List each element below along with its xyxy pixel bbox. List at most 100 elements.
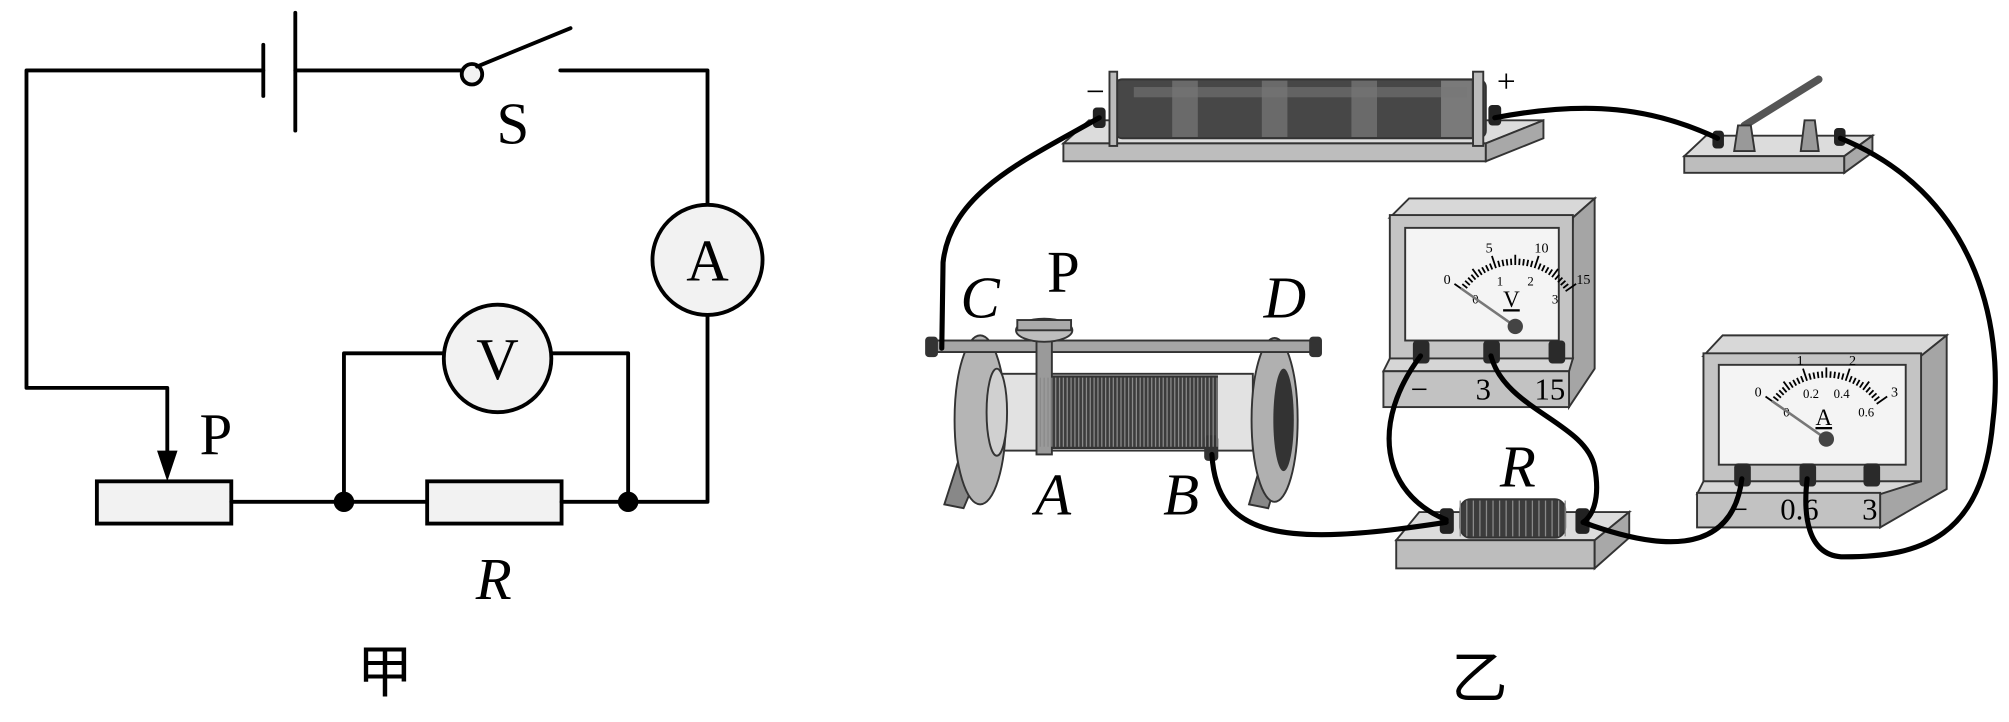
ammeter-tick: [1868, 389, 1875, 396]
voltmeter-scale-top-label: 0: [1444, 272, 1451, 288]
caption-b: 乙: [1451, 649, 1507, 711]
wire-left: [24, 68, 266, 463]
label-d: D: [1263, 265, 1307, 330]
wire-switch-to-ammeter[interactable]: [1803, 135, 1998, 560]
ammeter-tick: [1852, 377, 1857, 385]
voltmeter-tick: [1470, 274, 1477, 281]
voltmeter-tick: [1533, 255, 1540, 269]
wire-battery-to-switch[interactable]: [1492, 105, 1721, 141]
voltmeter-terminal-label: 15: [1534, 372, 1565, 406]
ammeter-tick: [1841, 373, 1845, 380]
ammeter-tick: [1808, 373, 1812, 380]
wire-battery-to-c[interactable]: [939, 115, 1102, 351]
ammeter-scale-bottom-label: 0.2: [1803, 387, 1819, 401]
voltmeter-wire-right: [549, 351, 631, 504]
slider-arrowhead: [157, 450, 178, 482]
ammeter-terminal-neg[interactable]: [1734, 463, 1751, 487]
ammeter-tick: [1788, 381, 1794, 389]
apparatus-diagram: − +: [925, 63, 1998, 711]
ammeter-tick: [1855, 379, 1861, 386]
voltmeter-scale-top-label: 15: [1576, 272, 1590, 288]
voltmeter-scale-top-label: 5: [1486, 241, 1493, 257]
label-p: P: [1047, 240, 1080, 305]
ammeter-tick: [1781, 386, 1788, 393]
switch-lever: [475, 26, 573, 69]
voltmeter-tick: [1471, 268, 1480, 278]
ammeter-tick: [1837, 372, 1841, 379]
voltmeter-tick: [1557, 277, 1564, 283]
schematic-diagram: A V S P R 甲: [24, 10, 765, 704]
ammeter-terminal-label: 0.6: [1780, 493, 1818, 527]
ammeter-tick: [1871, 392, 1878, 399]
wire-resistor-to-ammeter[interactable]: [1580, 476, 1745, 545]
switch-label: S: [497, 91, 530, 156]
ammeter-needle: [1771, 399, 1828, 441]
ammeter-tick: [1816, 371, 1820, 379]
ammeter-tick: [1800, 375, 1805, 383]
ammeter-tick: [1796, 377, 1801, 385]
voltmeter-tick: [1522, 259, 1525, 266]
ammeter-terminal-3[interactable]: [1863, 463, 1881, 487]
voltmeter-tick: [1554, 274, 1560, 281]
terminal-b: [1204, 435, 1219, 461]
sliding-rheostat: C P D A B: [925, 240, 1322, 528]
label-c: C: [961, 265, 1001, 330]
voltmeter-terminal-15[interactable]: [1548, 340, 1566, 364]
slider-label: P: [200, 402, 233, 467]
voltmeter-tick: [1547, 269, 1553, 276]
ammeter-scale-bottom-label: 0.4: [1834, 387, 1851, 401]
voltmeter-terminal-label: 3: [1476, 372, 1491, 406]
wire-right-lower: [626, 312, 710, 504]
ammeter-tick: [1802, 368, 1808, 382]
wire-voltmeter-3-to-resistor[interactable]: [1488, 353, 1600, 525]
ammeter-terminal-0.6[interactable]: [1799, 463, 1817, 487]
ammeter-tick: [1812, 372, 1816, 379]
switch-pivot: [459, 62, 485, 87]
ammeter-scale-bottom-label: 0.6: [1858, 405, 1875, 419]
voltmeter-wire-left: [342, 351, 446, 504]
switch-blade: [1740, 75, 1823, 130]
ammeter-scale-top-label: 0: [1755, 384, 1762, 400]
ammeter-label: A: [686, 228, 729, 293]
fixed-resistor: R: [1394, 434, 1632, 571]
resistor-r-label: R: [1499, 434, 1536, 499]
voltmeter-face-symbol: V: [1503, 286, 1520, 312]
voltmeter-scale-bottom-label: 2: [1527, 274, 1533, 288]
voltmeter-tick: [1464, 280, 1471, 286]
junction-dot: [617, 491, 639, 513]
voltmeter-pivot: [1507, 318, 1523, 335]
junction-dot: [333, 491, 355, 513]
label-b: B: [1163, 463, 1199, 528]
ammeter: 0010.220.430.6 A − 0.6 3: [1695, 333, 1950, 530]
wire-voltmeter-neg-to-resistor[interactable]: [1386, 353, 1449, 523]
voltmeter-tick: [1551, 268, 1559, 278]
ammeter-pivot: [1818, 431, 1835, 447]
voltmeter-tick: [1529, 260, 1534, 268]
voltmeter-label: V: [476, 327, 519, 392]
ammeter-tick: [1792, 379, 1798, 386]
voltmeter-tick: [1491, 255, 1497, 269]
ammeter-face-symbol: A: [1815, 404, 1832, 430]
voltmeter-tick: [1562, 283, 1569, 289]
ammeter-tick: [1862, 381, 1870, 391]
battery-plus-label: +: [1497, 63, 1516, 100]
caption-a: 甲: [357, 642, 413, 704]
voltmeter-tick: [1477, 269, 1483, 276]
ammeter-tick: [1775, 392, 1782, 399]
ammeter-scale-top-label: 2: [1849, 353, 1856, 369]
voltmeter-terminal-3[interactable]: [1483, 340, 1500, 364]
wire-b-to-resistor[interactable]: [1209, 451, 1449, 538]
voltmeter-tick: [1481, 266, 1486, 274]
voltmeter-terminal-label: −: [1411, 372, 1428, 406]
voltmeter-needle: [1460, 287, 1517, 328]
ammeter-tick: [1772, 395, 1779, 402]
voltmeter-tick: [1467, 277, 1474, 283]
voltmeter-tick: [1489, 263, 1494, 270]
voltmeter-scale-bottom-label: 1: [1497, 274, 1503, 288]
wire-right: [558, 68, 710, 207]
voltmeter-scale-top-label: 10: [1534, 241, 1548, 257]
battery-minus-label: −: [1086, 73, 1105, 110]
ammeter-tick: [1865, 386, 1871, 393]
ammeter-tick: [1876, 395, 1888, 405]
